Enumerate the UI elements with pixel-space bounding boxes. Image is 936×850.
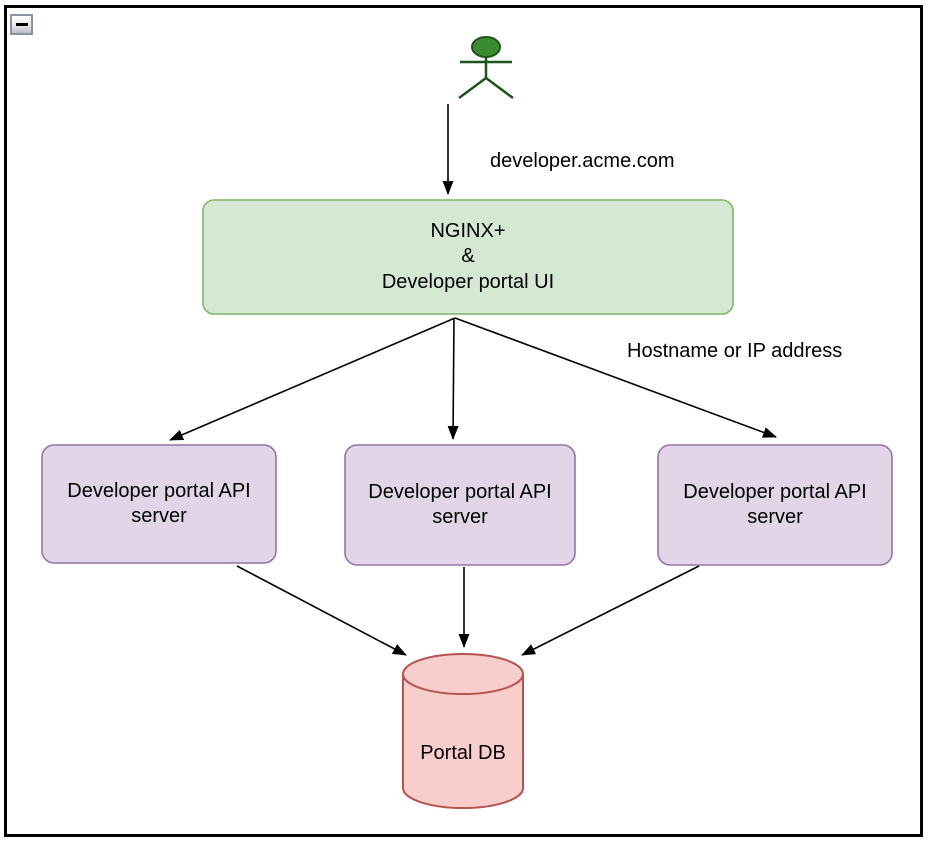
api-server-node-middle[interactable] — [344, 444, 576, 566]
edge-api-right-to-db[interactable] — [521, 565, 700, 656]
edge-gateway-to-api-left[interactable] — [169, 317, 456, 441]
db-cylinder-body — [402, 674, 524, 809]
edge-gateway-to-api-right[interactable] — [454, 317, 777, 438]
user-actor[interactable] — [458, 36, 514, 100]
collapse-button[interactable] — [10, 14, 33, 35]
actor-leg-left — [458, 76, 487, 100]
api-server-node-left[interactable] — [41, 444, 277, 564]
edge-gateway-to-api-middle[interactable] — [447, 317, 459, 440]
edge-label-domain[interactable]: developer.acme.com — [490, 150, 675, 172]
edge-label-hostname[interactable]: Hostname or IP address — [627, 340, 843, 362]
actor-leg-right — [485, 76, 514, 100]
actor-head — [471, 36, 501, 58]
portal-db-node[interactable] — [402, 653, 524, 809]
minus-icon — [15, 23, 28, 26]
api-server-node-right[interactable] — [657, 444, 893, 566]
db-cylinder-top — [402, 653, 524, 695]
edges — [169, 104, 777, 656]
gateway-node[interactable] — [202, 199, 734, 315]
edge-api-left-to-db[interactable] — [236, 565, 407, 656]
